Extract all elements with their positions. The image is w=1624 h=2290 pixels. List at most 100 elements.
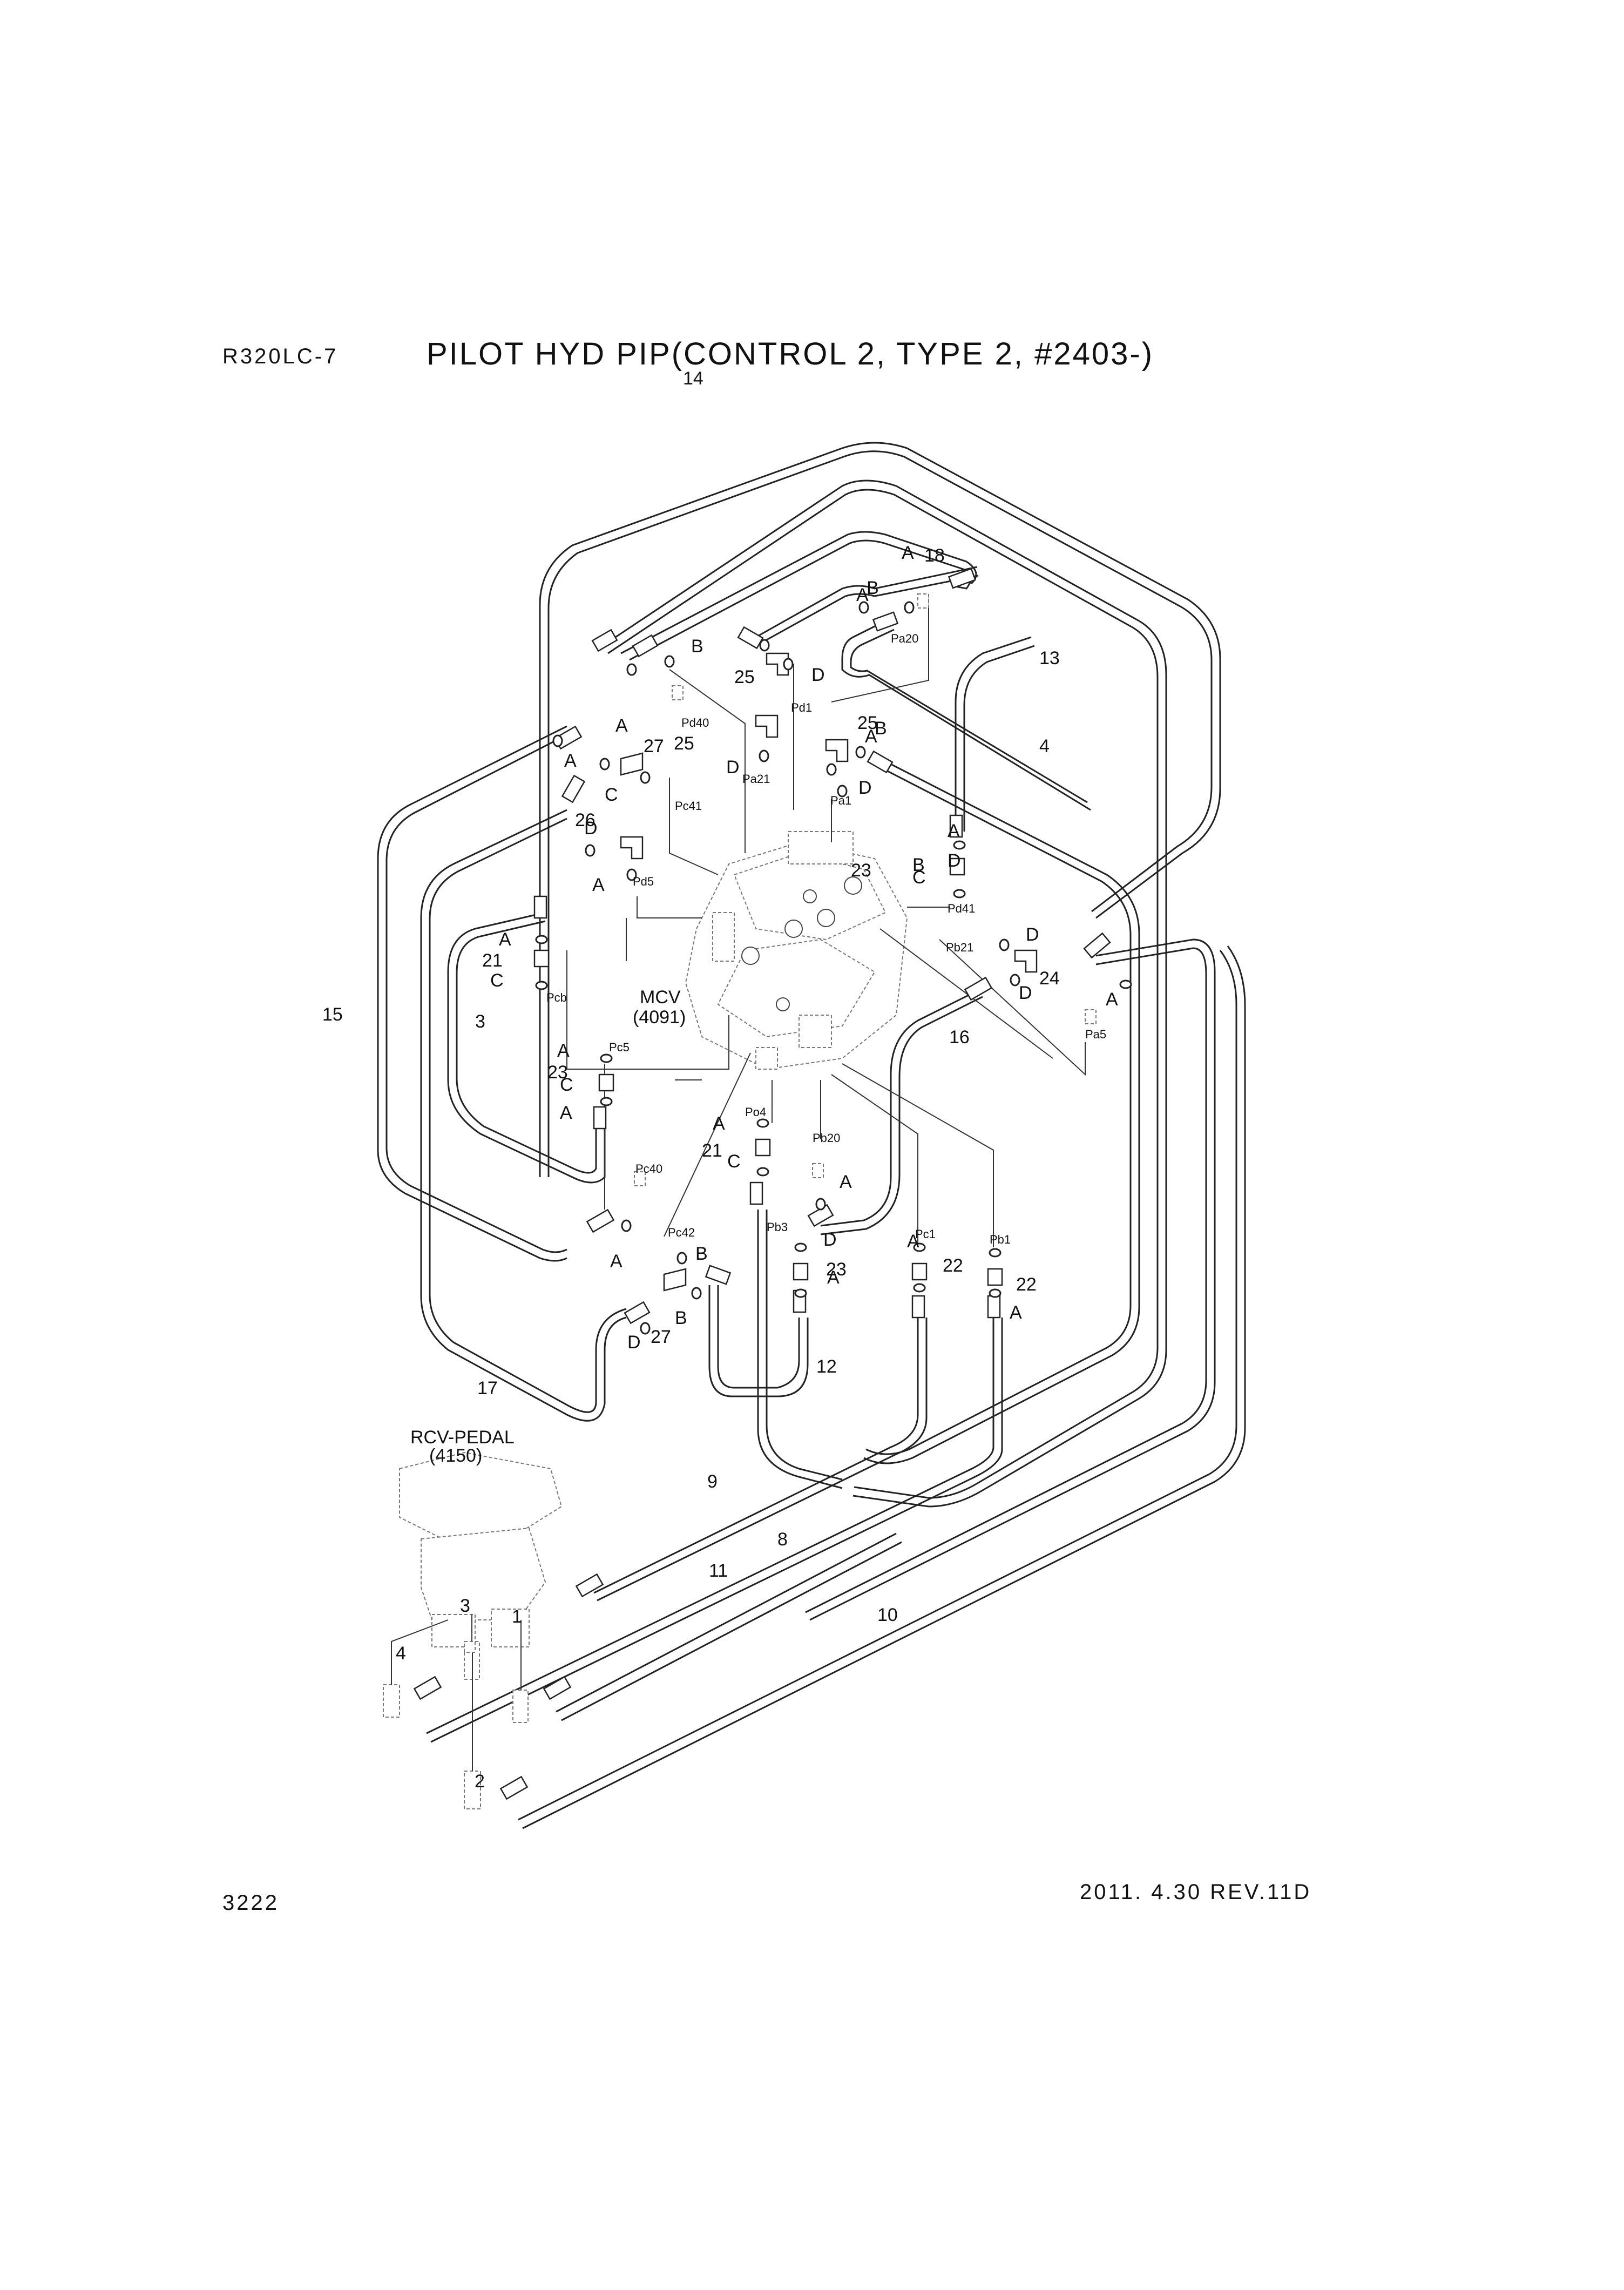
port-label: Pb1 (990, 1233, 1011, 1246)
fitting-letter-callout: B (875, 718, 887, 739)
fitting-letter-callout: A (856, 585, 869, 605)
part-number-callout: 10 (877, 1605, 898, 1625)
part-number-callout: 9 (707, 1471, 718, 1492)
port-label: Pd1 (791, 701, 812, 714)
fitting-letter-callout: A (827, 1267, 840, 1288)
port-label: Pd5 (633, 875, 654, 888)
fitting-letter-callout: D (627, 1332, 641, 1353)
part-number-callout: 12 (816, 1356, 837, 1377)
port-label: Pa21 (742, 772, 770, 786)
part-number-callout: 25 (734, 667, 755, 687)
part-number-callout: 14 (683, 368, 703, 389)
fitting-letter-callout: A (907, 1231, 919, 1252)
part-number-callout: 21 (482, 950, 503, 971)
part-number-callout: 21 (702, 1140, 722, 1161)
fitting-letter-callout: D (1026, 924, 1039, 945)
rcv-ref: (4150) (429, 1445, 482, 1466)
fitting-letter-callout: D (1019, 983, 1032, 1003)
part-number-callout: 3 (460, 1596, 470, 1616)
part-number-callout: 27 (644, 736, 664, 756)
fitting-letter-callout: D (726, 757, 740, 778)
part-number-callout: 23 (826, 1259, 847, 1280)
port-label: Pa5 (1085, 1028, 1106, 1041)
rcv-label: RCV-PEDAL (410, 1427, 515, 1448)
fitting-letter-callout: A (610, 1251, 622, 1272)
part-number-callout: 1 (512, 1606, 522, 1627)
part-number-callout: 4 (396, 1643, 406, 1664)
port-label: Pb3 (767, 1220, 788, 1234)
fitting-letter-callout: B (691, 636, 703, 657)
mcv-valve-block (685, 831, 908, 1070)
page-number: 3222 (222, 1891, 279, 1915)
part-number-callout: 3 (475, 1011, 485, 1032)
part-number-callout: 24 (1039, 968, 1060, 989)
fitting-letter-callout: A (1106, 989, 1118, 1010)
port-label: Pc1 (915, 1227, 936, 1241)
fitting-letter-callout: B (695, 1244, 708, 1264)
port-label: Pd41 (948, 902, 975, 915)
fitting-letter-callout: A (948, 821, 960, 841)
fitting-letter-callout: A (560, 1103, 572, 1123)
part-number-callout: 18 (924, 545, 945, 566)
revision-date: 2011. 4.30 REV.11D (1080, 1880, 1312, 1904)
part-number-callout: 23 (851, 860, 871, 881)
part-number-callout: 11 (709, 1561, 728, 1581)
fitting-letter-callout: B (912, 855, 925, 875)
rcv-pedal (383, 1451, 563, 1809)
port-label: Pc40 (635, 1162, 662, 1176)
port-label: Pb21 (946, 941, 973, 954)
part-number-callout: 22 (943, 1255, 963, 1276)
port-label: Pa1 (830, 794, 851, 807)
fitting-letter-callout: C (912, 867, 926, 888)
fitting-letter-callout: A (499, 929, 511, 950)
fitting-letter-callout: A (713, 1113, 725, 1134)
port-label: Po4 (745, 1105, 766, 1119)
fitting-letter-callout: A (564, 751, 577, 771)
part-number-callout: 8 (777, 1529, 788, 1550)
fittings (413, 568, 1132, 1800)
fitting-letter-callout: D (811, 665, 825, 685)
model-number: R320LC-7 (222, 344, 339, 368)
fitting-letter-callout: C (727, 1151, 741, 1172)
leader-lines (566, 594, 1086, 1247)
diagram-labels: MCV (4091) RCV-PEDAL (4150) 141813425252… (322, 368, 1118, 1792)
part-number-callout: 25 (857, 713, 878, 733)
fitting-letter-callout: B (675, 1308, 687, 1328)
port-label: Pc42 (668, 1226, 695, 1239)
fitting-letter-callout: C (490, 970, 504, 991)
fitting-letter-callout: B (867, 578, 879, 598)
fitting-letter-callout: A (592, 875, 605, 895)
pipe-14 (539, 442, 1221, 1177)
fitting-letter-callout: D (823, 1230, 837, 1250)
part-number-callout: 15 (322, 1004, 343, 1025)
port-label: Pc5 (609, 1041, 630, 1054)
part-number-callout: 17 (477, 1378, 498, 1399)
fitting-letter-callout: A (865, 726, 877, 747)
part-number-callout: 27 (651, 1327, 671, 1347)
port-label: Pa20 (891, 632, 918, 645)
mcv-label: MCV (640, 987, 681, 1008)
part-number-callout: 26 (575, 810, 596, 830)
fitting-letter-callout: A (557, 1041, 570, 1061)
fitting-letter-callout: D (858, 778, 872, 798)
part-number-callout: 23 (547, 1062, 568, 1083)
fitting-letter-callout: A (840, 1172, 852, 1192)
drawing-title: PILOT HYD PIP(CONTROL 2, TYPE 2, #2403-) (427, 336, 1154, 371)
fitting-letter-callout: C (560, 1075, 573, 1095)
fitting-letter-callout: A (902, 543, 914, 563)
part-number-callout: 2 (475, 1771, 485, 1792)
part-number-callout: 13 (1039, 648, 1060, 668)
fitting-letter-callout: A (1010, 1302, 1022, 1323)
part-number-callout: 22 (1016, 1274, 1037, 1295)
fitting-letter-callout: C (605, 785, 618, 805)
pipe-runs (377, 442, 1246, 1829)
fitting-letter-callout: D (948, 850, 961, 871)
fitting-letter-callout: A (615, 715, 628, 736)
fitting-letter-callout: D (584, 818, 598, 839)
part-number-callout: 25 (674, 733, 694, 754)
mcv-ref: (4091) (633, 1007, 686, 1028)
port-label: Pc41 (675, 799, 702, 813)
port-label: Pcb (546, 991, 567, 1004)
